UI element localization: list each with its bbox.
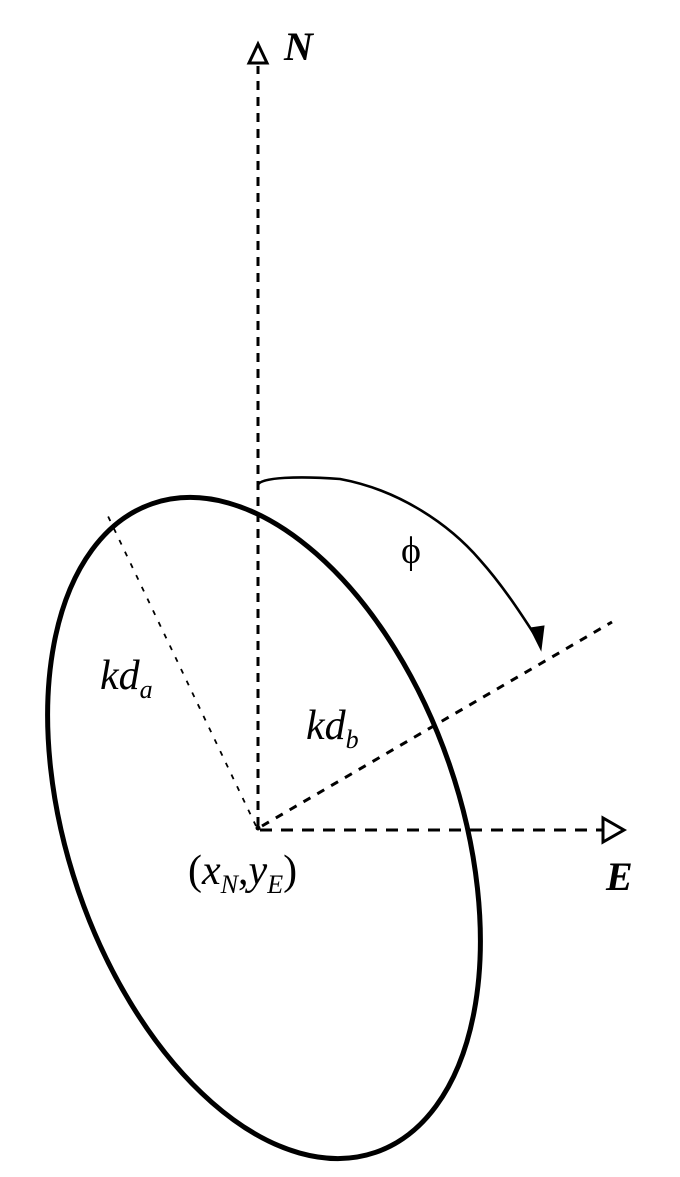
semi-axis-b-sub: b <box>345 725 359 755</box>
semi-axis-b-main: kd <box>306 703 346 749</box>
center-x: x <box>202 848 221 894</box>
semi-axis-a-main: kd <box>100 653 140 699</box>
east-arrowhead-icon <box>601 815 628 845</box>
semi-axis-a-label: kda <box>100 655 153 703</box>
center-y-sub: E <box>267 870 284 900</box>
center-coordinates-label: (xN,yE) <box>188 850 297 898</box>
east-label: E <box>606 854 633 899</box>
center-point <box>255 825 261 831</box>
center-y: y <box>248 848 268 894</box>
north-label: N <box>284 24 313 69</box>
angle-phi-label: ϕ <box>401 530 422 572</box>
angle-arc <box>256 476 540 641</box>
center-x-sub: N <box>220 870 239 900</box>
semi-axis-a-line <box>105 511 257 827</box>
north-arrowhead-icon <box>246 40 270 65</box>
semi-axis-b-line <box>261 620 613 828</box>
error-ellipse <box>45 494 483 1162</box>
center-open-paren: ( <box>188 848 202 894</box>
angle-arrowhead-icon <box>529 625 545 652</box>
semi-axis-b-label: kdb <box>306 705 359 753</box>
center-sep: , <box>238 848 249 894</box>
semi-axis-a-sub: a <box>139 675 153 705</box>
center-close-paren: ) <box>283 848 298 894</box>
